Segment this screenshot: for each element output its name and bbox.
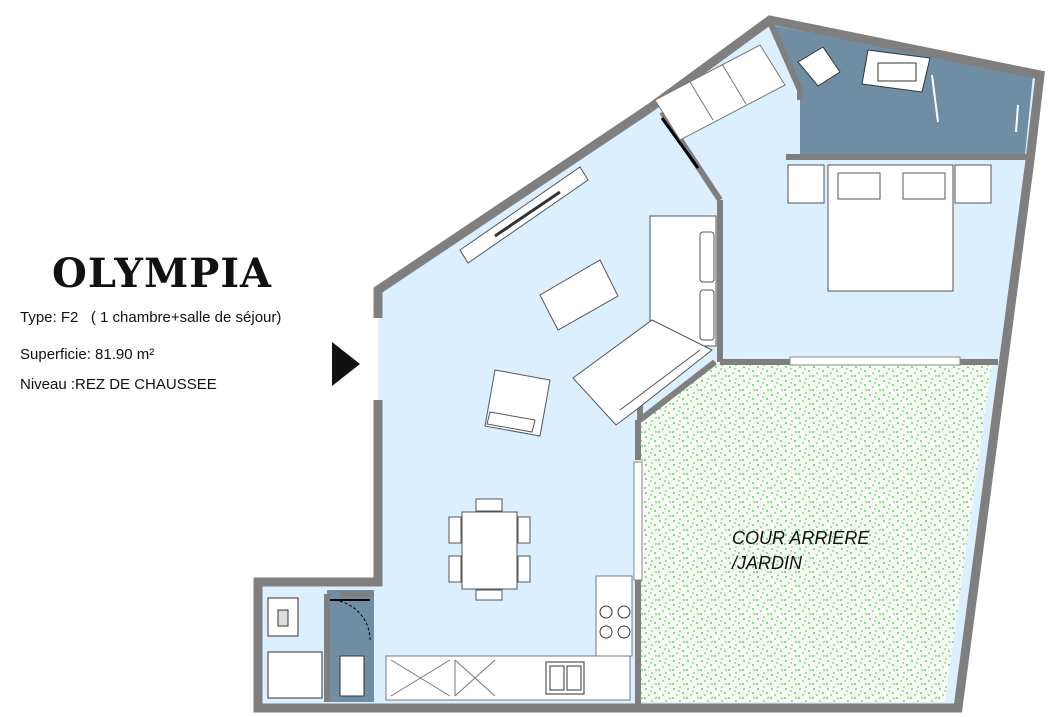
wardrobe [654,44,786,141]
surface-area: Superficie: 81.90 m² [20,346,155,363]
garden-label-line1: COUR ARRIERE [732,528,870,548]
sink-icon [545,661,585,695]
armchair-icon [484,369,551,437]
plan-title: OLYMPIA [52,250,273,297]
coffee-table [539,259,619,331]
floor-level: Niveau :REZ DE CHAUSSEE [20,376,217,393]
garden-area [640,362,992,702]
entrance-arrow-icon [332,342,360,386]
cooktop-icon [599,605,631,639]
garden-label-line2: /JARDIN [730,553,803,573]
bathtub-icon [797,46,1019,133]
tv-unit-icon [459,166,589,264]
window-icon [633,117,961,581]
dining-table-icon [448,498,531,601]
exterior-walls [253,15,1045,713]
bed-icon [787,164,992,292]
toilet-icon [267,597,365,699]
sofa-icon [572,215,717,426]
apartment-type: Type: F2 ( 1 chambre+salle de séjour) [20,309,282,326]
bathroom-floor [770,25,1033,155]
